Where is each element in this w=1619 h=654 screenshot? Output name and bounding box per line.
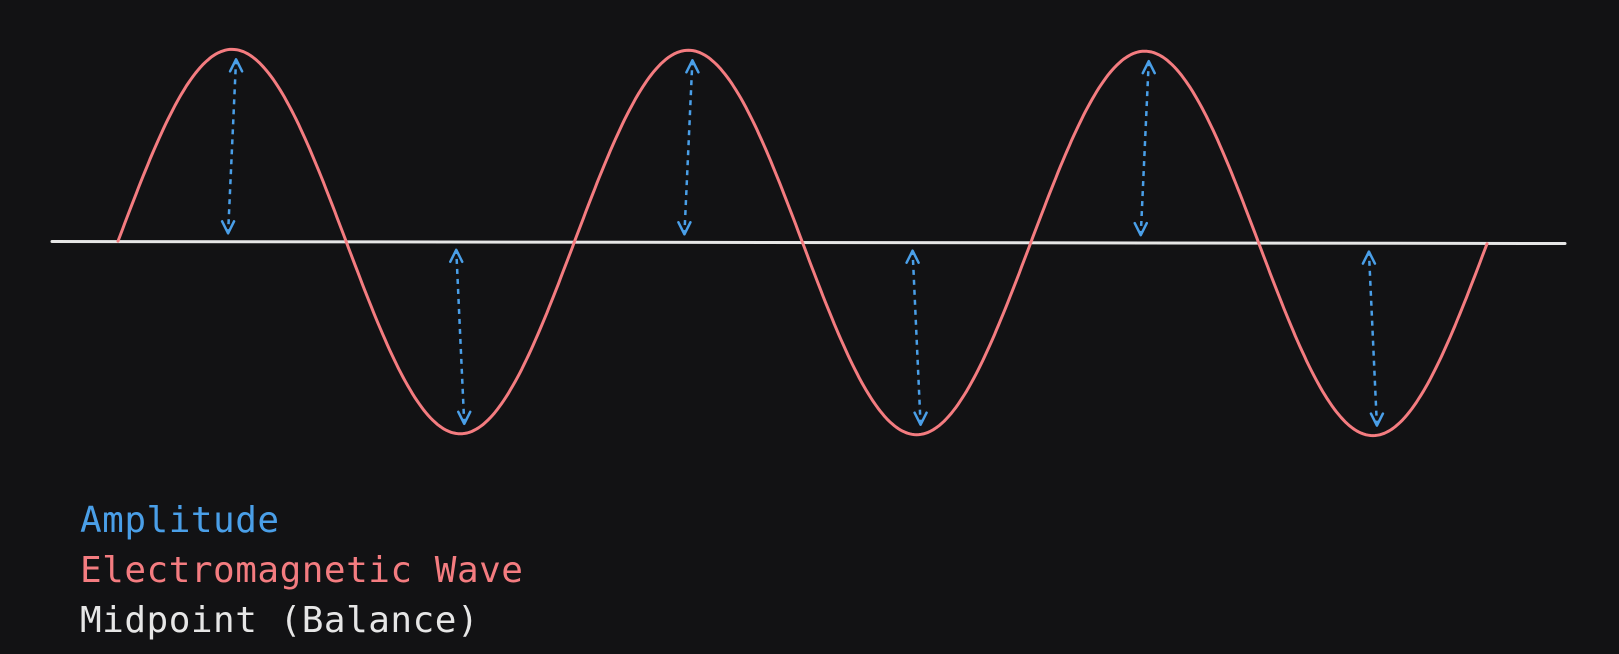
amplitude-arrow xyxy=(677,59,700,236)
amplitude-arrow xyxy=(449,248,472,426)
legend-midpoint: Midpoint (Balance) xyxy=(80,600,480,641)
amplitude-arrow xyxy=(1133,59,1156,237)
legend: Amplitude Electromagnetic Wave Midpoint … xyxy=(80,496,523,646)
amplitude-arrows xyxy=(220,58,1385,427)
electromagnetic-wave xyxy=(116,47,1489,438)
legend-amplitude: Amplitude xyxy=(80,500,280,541)
legend-electromagnetic-wave: Electromagnetic Wave xyxy=(80,550,524,591)
amplitude-arrow xyxy=(1361,250,1385,427)
amplitude-arrow xyxy=(220,58,244,235)
midpoint-line xyxy=(50,240,1567,245)
amplitude-arrow xyxy=(905,249,928,426)
